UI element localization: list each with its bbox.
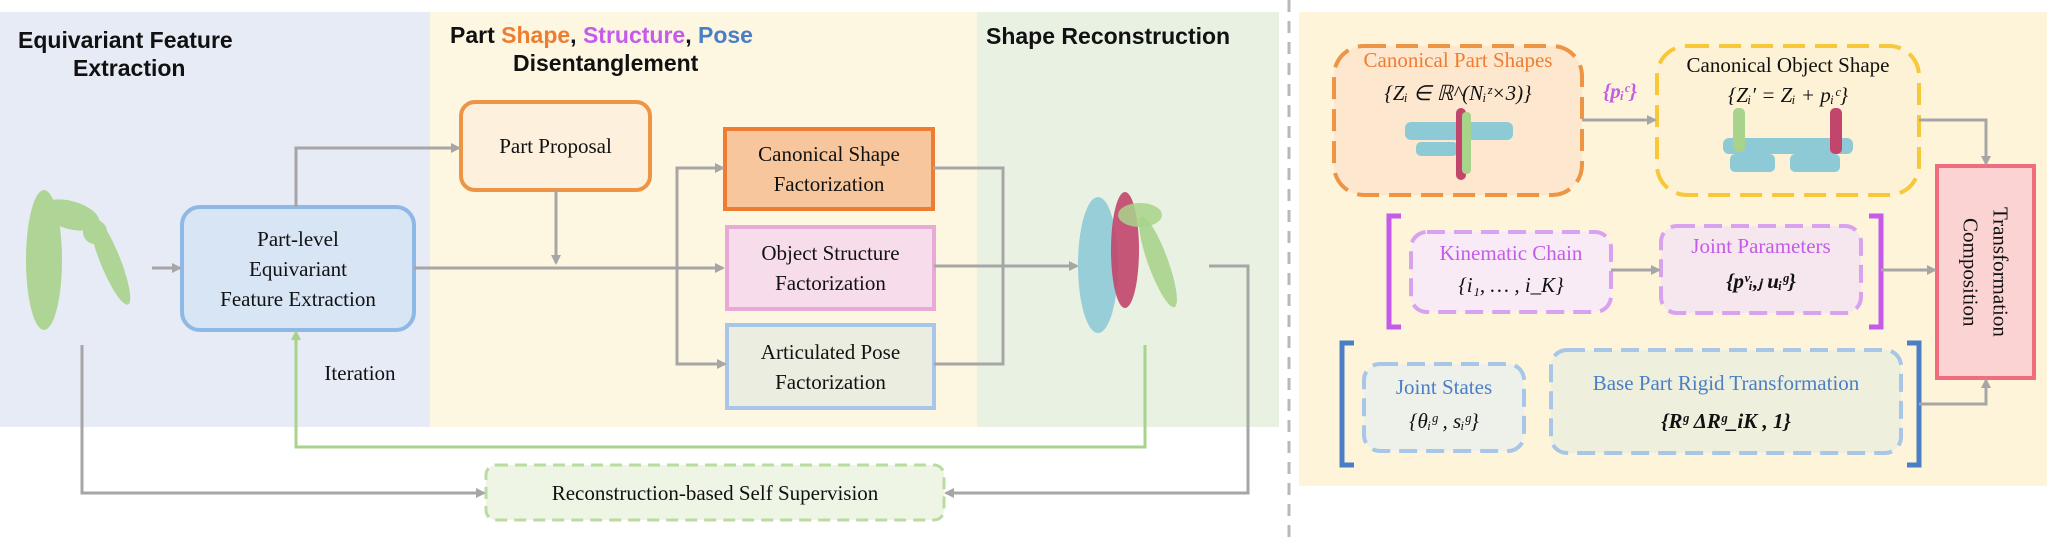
joint-states-formula: {θᵢᵍ , sᵢᵍ} [1409,409,1479,433]
object-structure-box [725,225,936,311]
kinematic-chain-title: Kinematic Chain [1439,241,1583,265]
feature-line-3: Feature Extraction [220,286,376,311]
canonical-shape-label: Canonical Shape Factorization [725,129,933,209]
canonical-object-formula: {Zᵢ′ = Zᵢ + pᵢᶜ} [1727,83,1849,107]
joint-parameters-title: Joint Parameters [1691,234,1831,258]
articulated-pose-box [725,323,936,410]
extraction-title-line2: Extraction [73,55,186,81]
reconstructed-point-cloud [1078,192,1177,333]
kinematic-formula: {i₁, … , i_K} [1458,273,1564,297]
extraction-title: Equivariant Feature Extraction [18,26,318,82]
struct-line-2: Factorization [775,271,886,295]
iteration-label: Iteration [324,361,396,385]
struct-line-1: Object Structure [761,241,900,265]
pose-line-1: Articulated Pose [760,339,901,364]
extraction-title-line1: Equivariant Feature [18,27,233,53]
feature-line-2: Equivariant [249,256,347,281]
transformation-composition-label: Transformation Composition [1937,166,2034,378]
part-proposal-label: Part Proposal [499,134,612,158]
transformation-line-1: Transformation [1988,207,2013,337]
pose-line-2: Factorization [775,369,886,394]
canonical-part-formula: {Zᵢ ∈ ℝ^(Nᵢᶻ×3)} [1384,81,1532,105]
input-point-cloud [26,190,131,330]
canonical-part-cloud [1405,108,1513,180]
canon-line-2: Factorization [773,172,885,196]
comma-1: , [570,22,583,48]
articulated-pose-label: Articulated Pose Factorization [727,325,934,408]
feature-extraction-label: Part-level Equivariant Feature Extractio… [182,207,414,330]
pose-word: Pose [697,22,753,48]
kinematic-chain-box [1409,230,1613,314]
disentangle-title-line2: Disentanglement [513,50,699,76]
joint-parameters-box [1659,224,1863,315]
blue-bracket-left [1339,340,1354,468]
canonical-object-shape-title: Canonical Object Shape [1686,53,1890,77]
shape-word: Shape [501,22,571,48]
canonical-part-shapes-title: Canonical Part Shapes [1363,48,1553,72]
joint-states-title: Joint States [1395,375,1493,399]
pic-label: {pᵢᶜ} [1602,79,1637,103]
transformation-line-2: Composition [1958,217,1983,327]
base-part-formula: {Rᵍ ΔRᵍ_iK , 1} [1661,409,1791,433]
feature-line-1: Part-level [257,226,339,251]
self-supervision-label: Reconstruction-based Self Supervision [551,480,879,505]
disentangle-title-line1: Part Shape, Structure, Pose [450,21,870,49]
left-arrows [80,143,1250,498]
disentangle-title: Part Shape, Structure, Pose Disentanglem… [450,21,870,77]
canon-line-1: Canonical Shape [758,142,900,166]
transformation-composition-text: Transformation Composition [1956,207,2016,337]
purple-bracket-left [1386,213,1401,330]
joint-states-box [1362,362,1526,453]
joint-parameters-formula: {pᵛᵢ,ⱼ uᵢᵍ} [1726,269,1796,293]
comma-2: , [685,22,698,48]
base-part-box [1549,348,1903,455]
part-prefix-text: Part [450,22,502,48]
object-structure-label: Object Structure Factorization [727,227,934,309]
self-supervision-box [484,463,946,522]
reconstruction-title: Shape Reconstruction [986,23,1231,49]
iteration-arrow [291,330,1147,449]
structure-word: Structure [582,22,686,48]
base-part-title: Base Part Rigid Transformation [1592,371,1860,395]
right-arrows [1582,115,1991,406]
canonical-object-cloud [1723,108,1853,172]
